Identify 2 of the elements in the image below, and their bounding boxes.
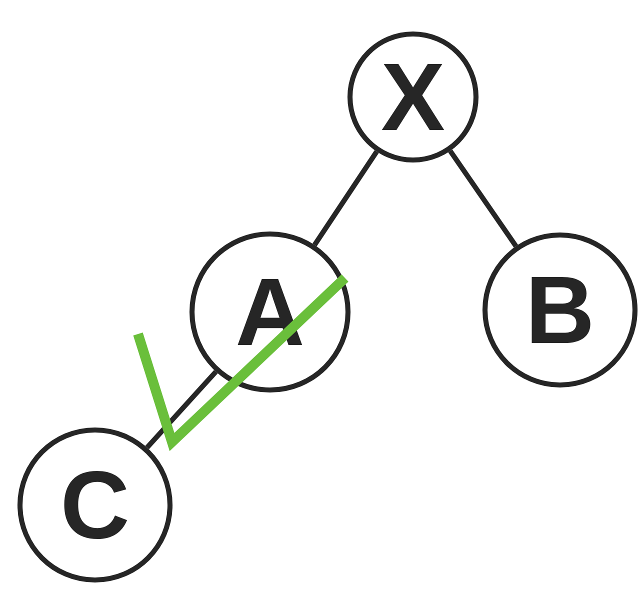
- connector-line: [312, 150, 379, 246]
- connector-line: [448, 149, 518, 248]
